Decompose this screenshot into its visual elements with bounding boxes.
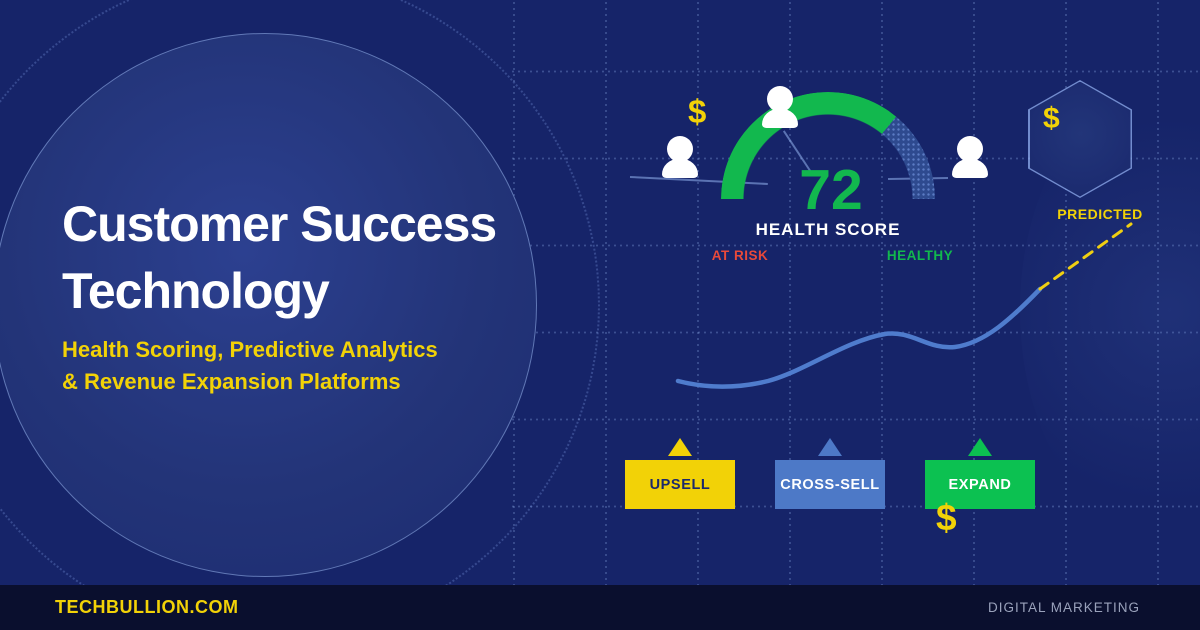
cross-sell-button[interactable]: CROSS-SELL <box>775 460 885 509</box>
footer-bar: TECHBULLION.COM DIGITAL MARKETING <box>0 585 1200 630</box>
triangle-up-icon <box>818 438 842 456</box>
healthy-label: HEALTHY <box>886 248 954 263</box>
health-score-label: HEALTH SCORE <box>755 220 901 239</box>
title-line-2: Technology <box>62 263 330 319</box>
dollar-icon: $ <box>1043 102 1060 135</box>
triangle-up-icon <box>968 438 992 456</box>
dollar-icon: $ <box>936 497 957 538</box>
expand-button[interactable]: EXPAND <box>925 460 1035 509</box>
person-icon <box>662 136 698 178</box>
triangle-up-icon <box>668 438 692 456</box>
hexagon-fill <box>1029 81 1131 197</box>
predicted-label: PREDICTED <box>1057 206 1143 222</box>
site-name: TECHBULLION.COM <box>55 597 239 617</box>
health-score-value: 72 <box>799 158 863 222</box>
page-title: Customer Success Technology <box>62 191 497 325</box>
health-score-gauge <box>721 92 935 200</box>
forecast-line <box>1038 222 1133 291</box>
trend-chart <box>675 222 1133 389</box>
prediction-hexagon: $ <box>1028 80 1132 198</box>
dollar-icon: $ <box>688 93 707 130</box>
subtitle-line-2: & Revenue Expansion Platforms <box>62 369 401 394</box>
person-icon <box>762 86 798 128</box>
title-line-1: Customer Success <box>62 196 497 252</box>
category-label: DIGITAL MARKETING <box>987 600 1140 615</box>
at-risk-label: AT RISK <box>711 248 769 263</box>
person-icon <box>952 136 988 178</box>
upsell-button[interactable]: UPSELL <box>625 460 735 509</box>
subtitle-line-1: Health Scoring, Predictive Analytics <box>62 337 438 362</box>
hero-circle-decoration <box>0 33 537 577</box>
outer-circle-decoration <box>0 0 600 630</box>
page-subtitle: Health Scoring, Predictive Analytics & R… <box>62 334 438 398</box>
trend-line <box>675 286 1043 389</box>
